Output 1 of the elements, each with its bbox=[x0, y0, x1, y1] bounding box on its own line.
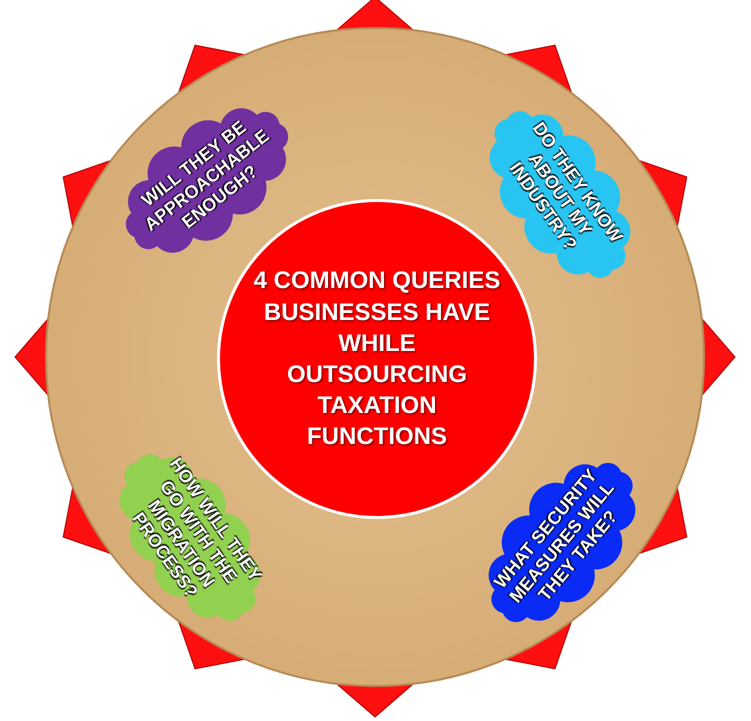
title-text: 4 COMMON QUERIES BUSINESSES HAVE WHILE OUTSOURCING TAXATION FUNCTIONS bbox=[252, 266, 502, 452]
